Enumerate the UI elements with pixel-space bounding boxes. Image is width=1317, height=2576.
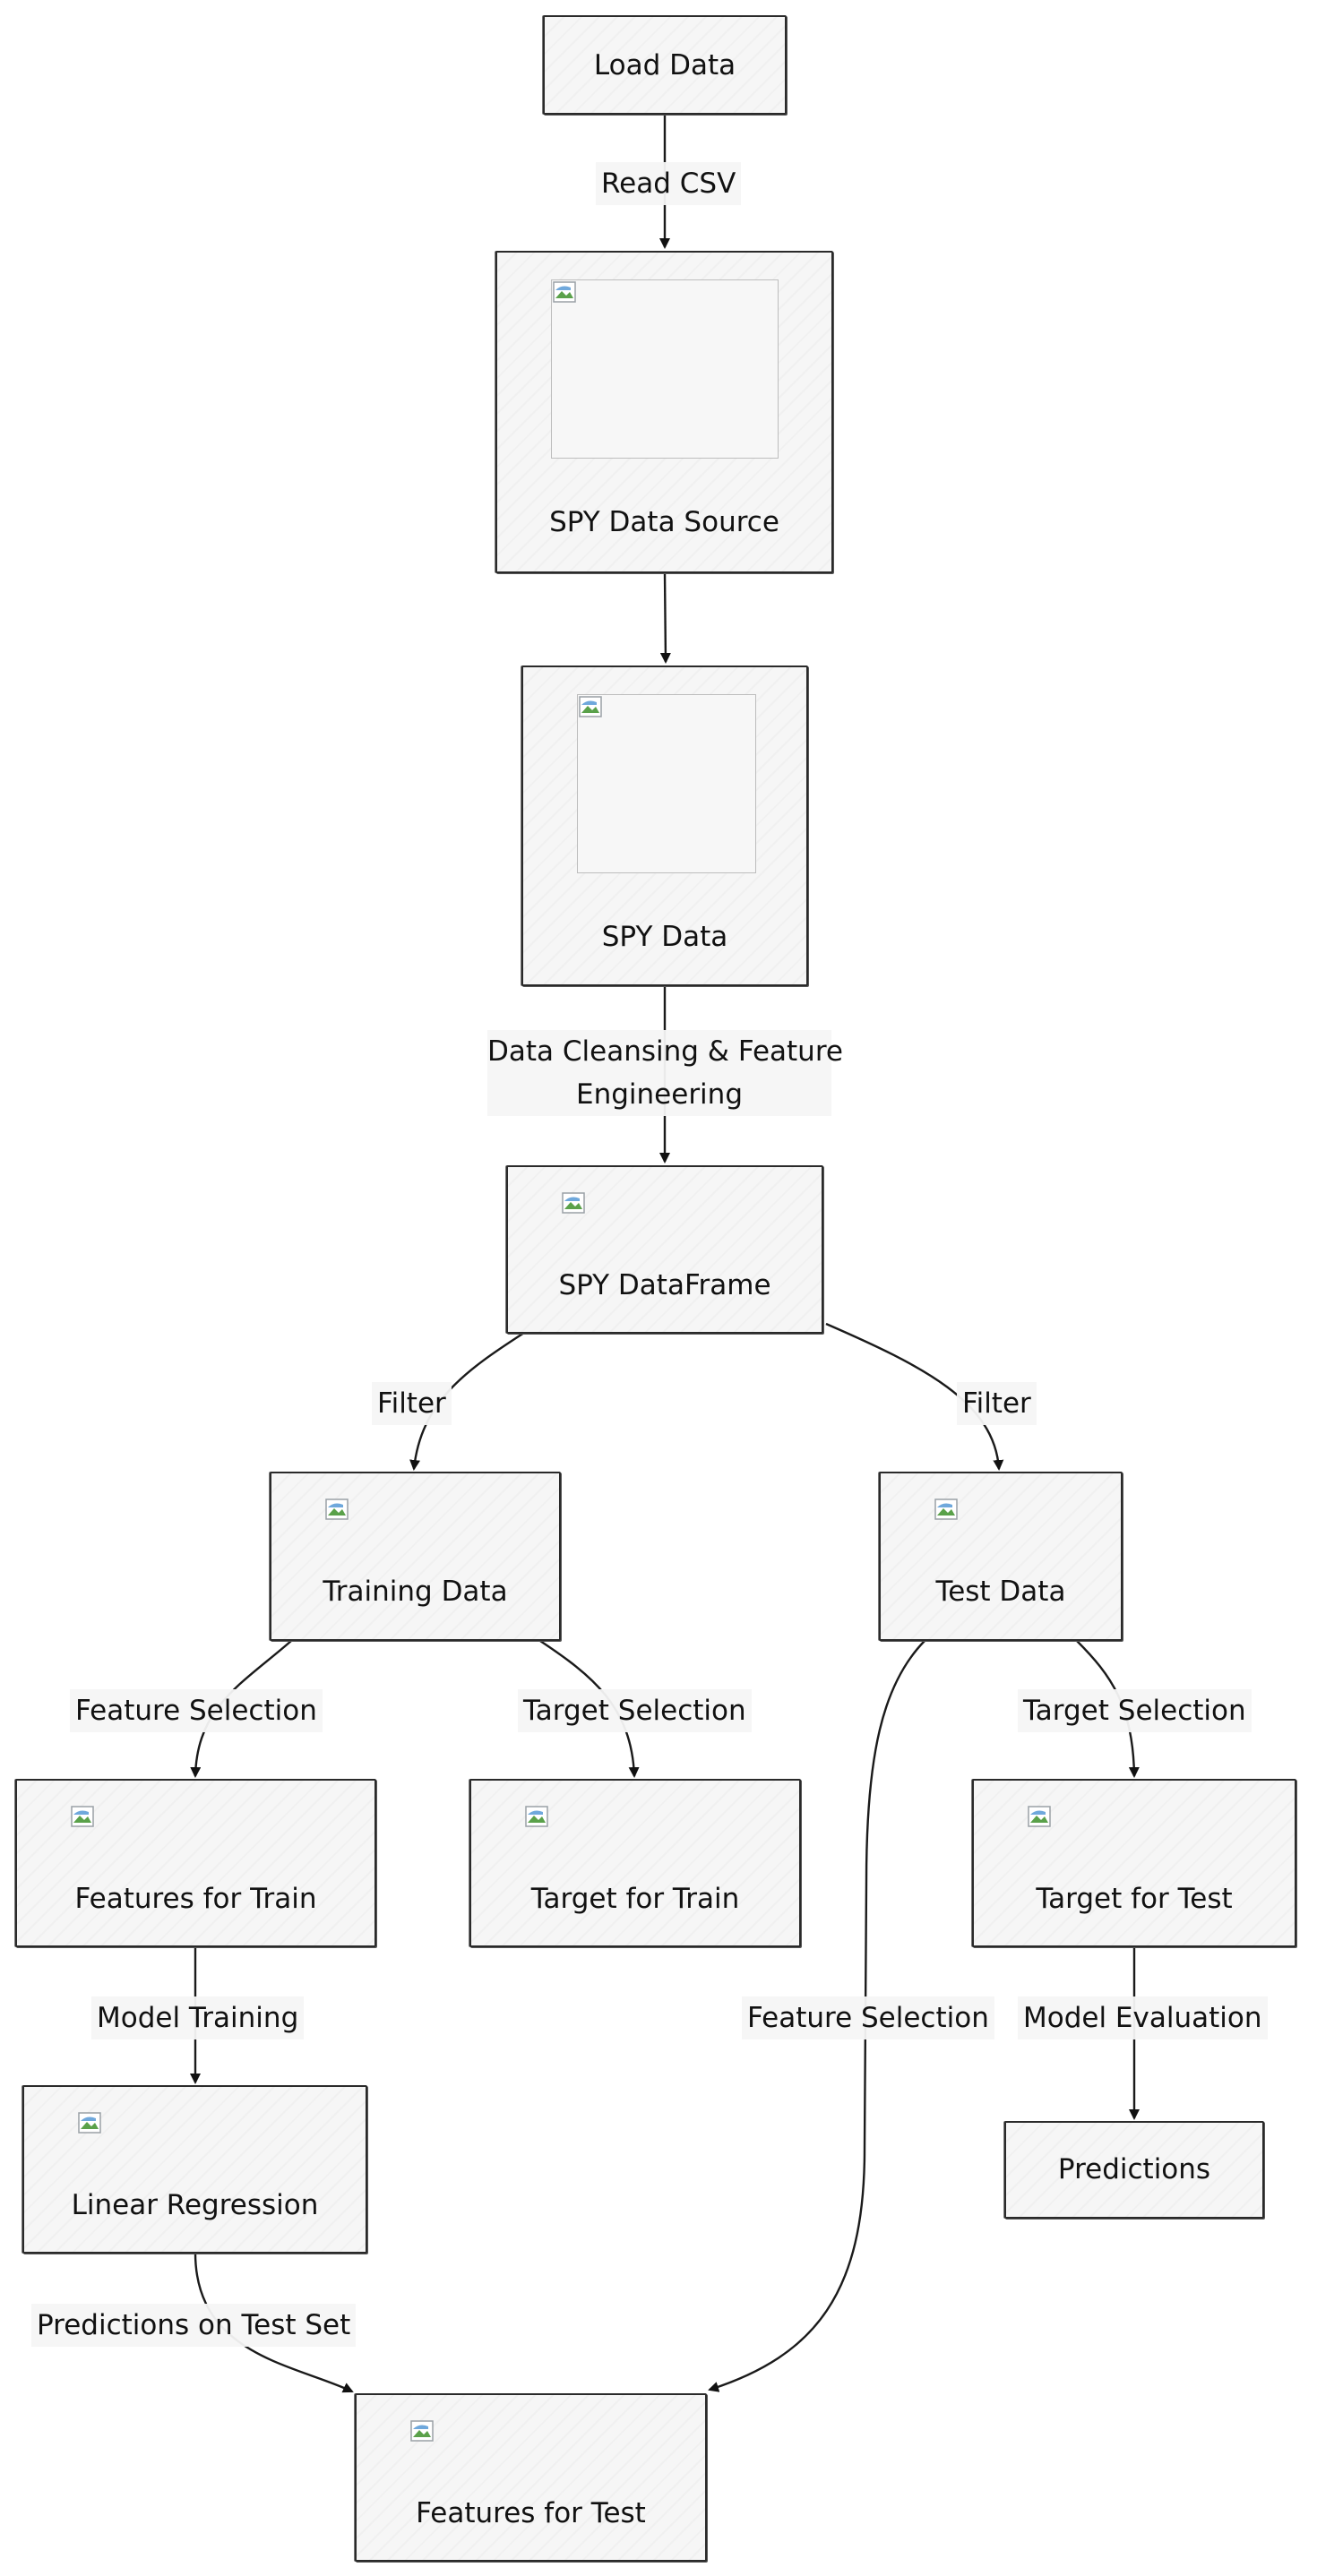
node-spy-data-source[interactable]: SPY Data Source xyxy=(495,251,833,573)
node-features-for-train[interactable]: Features for Train xyxy=(15,1779,376,1947)
edge-label-line: Engineering xyxy=(576,1078,743,1111)
broken-image-icon xyxy=(78,2112,101,2134)
node-label: Features for Test xyxy=(416,2497,646,2529)
node-target-for-test[interactable]: Target for Test xyxy=(972,1779,1296,1947)
edge-label-line: Data Cleansing & Feature xyxy=(487,1035,843,1068)
node-label: Target for Train xyxy=(530,1883,740,1915)
node-features-for-test[interactable]: Features for Test xyxy=(355,2393,707,2562)
broken-image-icon xyxy=(71,1806,94,1827)
node-label: Training Data xyxy=(323,1576,508,1608)
edge-dataframe-to-test xyxy=(825,1322,1004,1471)
node-spy-dataframe[interactable]: SPY DataFrame xyxy=(506,1165,823,1334)
node-label: Linear Regression xyxy=(71,2189,319,2221)
node-linear-regression[interactable]: Linear Regression xyxy=(22,2085,367,2254)
node-label: SPY Data xyxy=(601,921,728,953)
node-label: Target for Test xyxy=(1036,1883,1233,1915)
broken-image-icon xyxy=(553,281,576,303)
node-target-for-train[interactable]: Target for Train xyxy=(469,1779,801,1947)
edge-label-filter-train: Filter xyxy=(372,1382,452,1425)
edge-label-feature-selection-train: Feature Selection xyxy=(70,1689,323,1732)
broken-image-icon xyxy=(325,1498,349,1520)
edge-source-to-spydata xyxy=(659,572,671,664)
node-label: Load Data xyxy=(593,49,736,82)
broken-image-icon xyxy=(1028,1806,1051,1827)
edge-regression-to-features-test xyxy=(194,2252,354,2393)
edge-label-filter-test: Filter xyxy=(957,1382,1037,1425)
node-predictions[interactable]: Predictions xyxy=(1004,2121,1264,2219)
broken-image-icon xyxy=(410,2420,434,2442)
edge-label-target-selection-train: Target Selection xyxy=(518,1689,752,1732)
edge-label-read-csv: Read CSV xyxy=(596,162,742,205)
node-spy-data[interactable]: SPY Data xyxy=(521,665,808,986)
node-training-data[interactable]: Training Data xyxy=(270,1472,561,1641)
broken-image-icon xyxy=(525,1806,548,1827)
edge-label-feature-selection-test: Feature Selection xyxy=(742,1996,994,2039)
node-label: Predictions xyxy=(1057,2153,1211,2185)
node-label: SPY Data Source xyxy=(549,506,779,538)
broken-image-icon xyxy=(934,1498,958,1520)
node-label: Test Data xyxy=(935,1576,1066,1608)
edge-label-data-cleansing: Data Cleansing & Feature Engineering xyxy=(487,1030,843,1116)
edge-label-predictions-on-test-set: Predictions on Test Set xyxy=(31,2304,357,2347)
edge-label-model-evaluation: Model Evaluation xyxy=(1018,1996,1268,2039)
edge-test-to-features-test xyxy=(708,1640,925,2392)
node-load-data[interactable]: Load Data xyxy=(543,15,787,115)
node-label: SPY DataFrame xyxy=(558,1269,771,1301)
image-placeholder xyxy=(551,279,779,459)
broken-image-icon xyxy=(579,696,602,717)
edge-label-target-selection-test: Target Selection xyxy=(1018,1689,1252,1732)
node-test-data[interactable]: Test Data xyxy=(879,1472,1123,1641)
edge-label-model-training: Model Training xyxy=(91,1996,305,2039)
node-label: Features for Train xyxy=(74,1883,317,1915)
image-placeholder xyxy=(577,694,756,873)
broken-image-icon xyxy=(562,1192,585,1214)
